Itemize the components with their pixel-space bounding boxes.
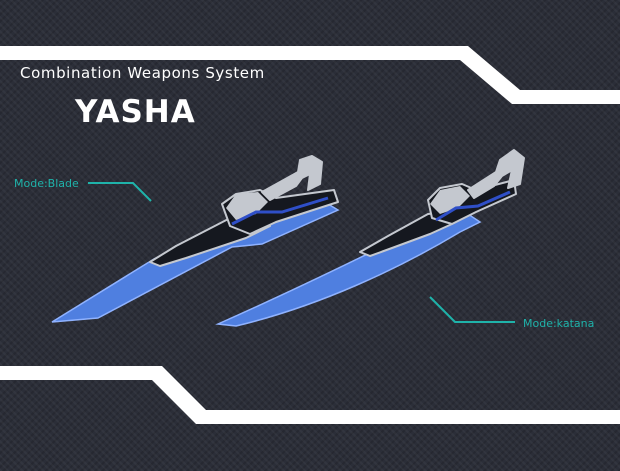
katana-mode-blue-stripe <box>435 190 511 222</box>
bottom-white-band <box>0 366 620 424</box>
katana-mode-blade <box>215 213 482 327</box>
system-subtitle: Combination Weapons System <box>20 64 265 82</box>
katana-mode-grip-frame <box>467 149 525 199</box>
mode-blade-label: Mode:Blade <box>14 177 79 190</box>
mode-katana-label: Mode:katana <box>523 317 595 330</box>
weapon-title: YASHA <box>75 94 196 130</box>
katana-mode-weapon <box>215 149 525 327</box>
blade-callout-line <box>88 182 152 202</box>
blade-mode-blue-stripe <box>231 196 329 226</box>
top-white-band <box>0 46 620 104</box>
katana-callout-line <box>429 296 515 323</box>
blade-mode-weapon <box>51 155 340 323</box>
blade-mode-grip-frame <box>261 155 323 201</box>
blade-mode-armor-plate <box>226 192 268 220</box>
katana-mode-armor-plate <box>430 186 470 214</box>
